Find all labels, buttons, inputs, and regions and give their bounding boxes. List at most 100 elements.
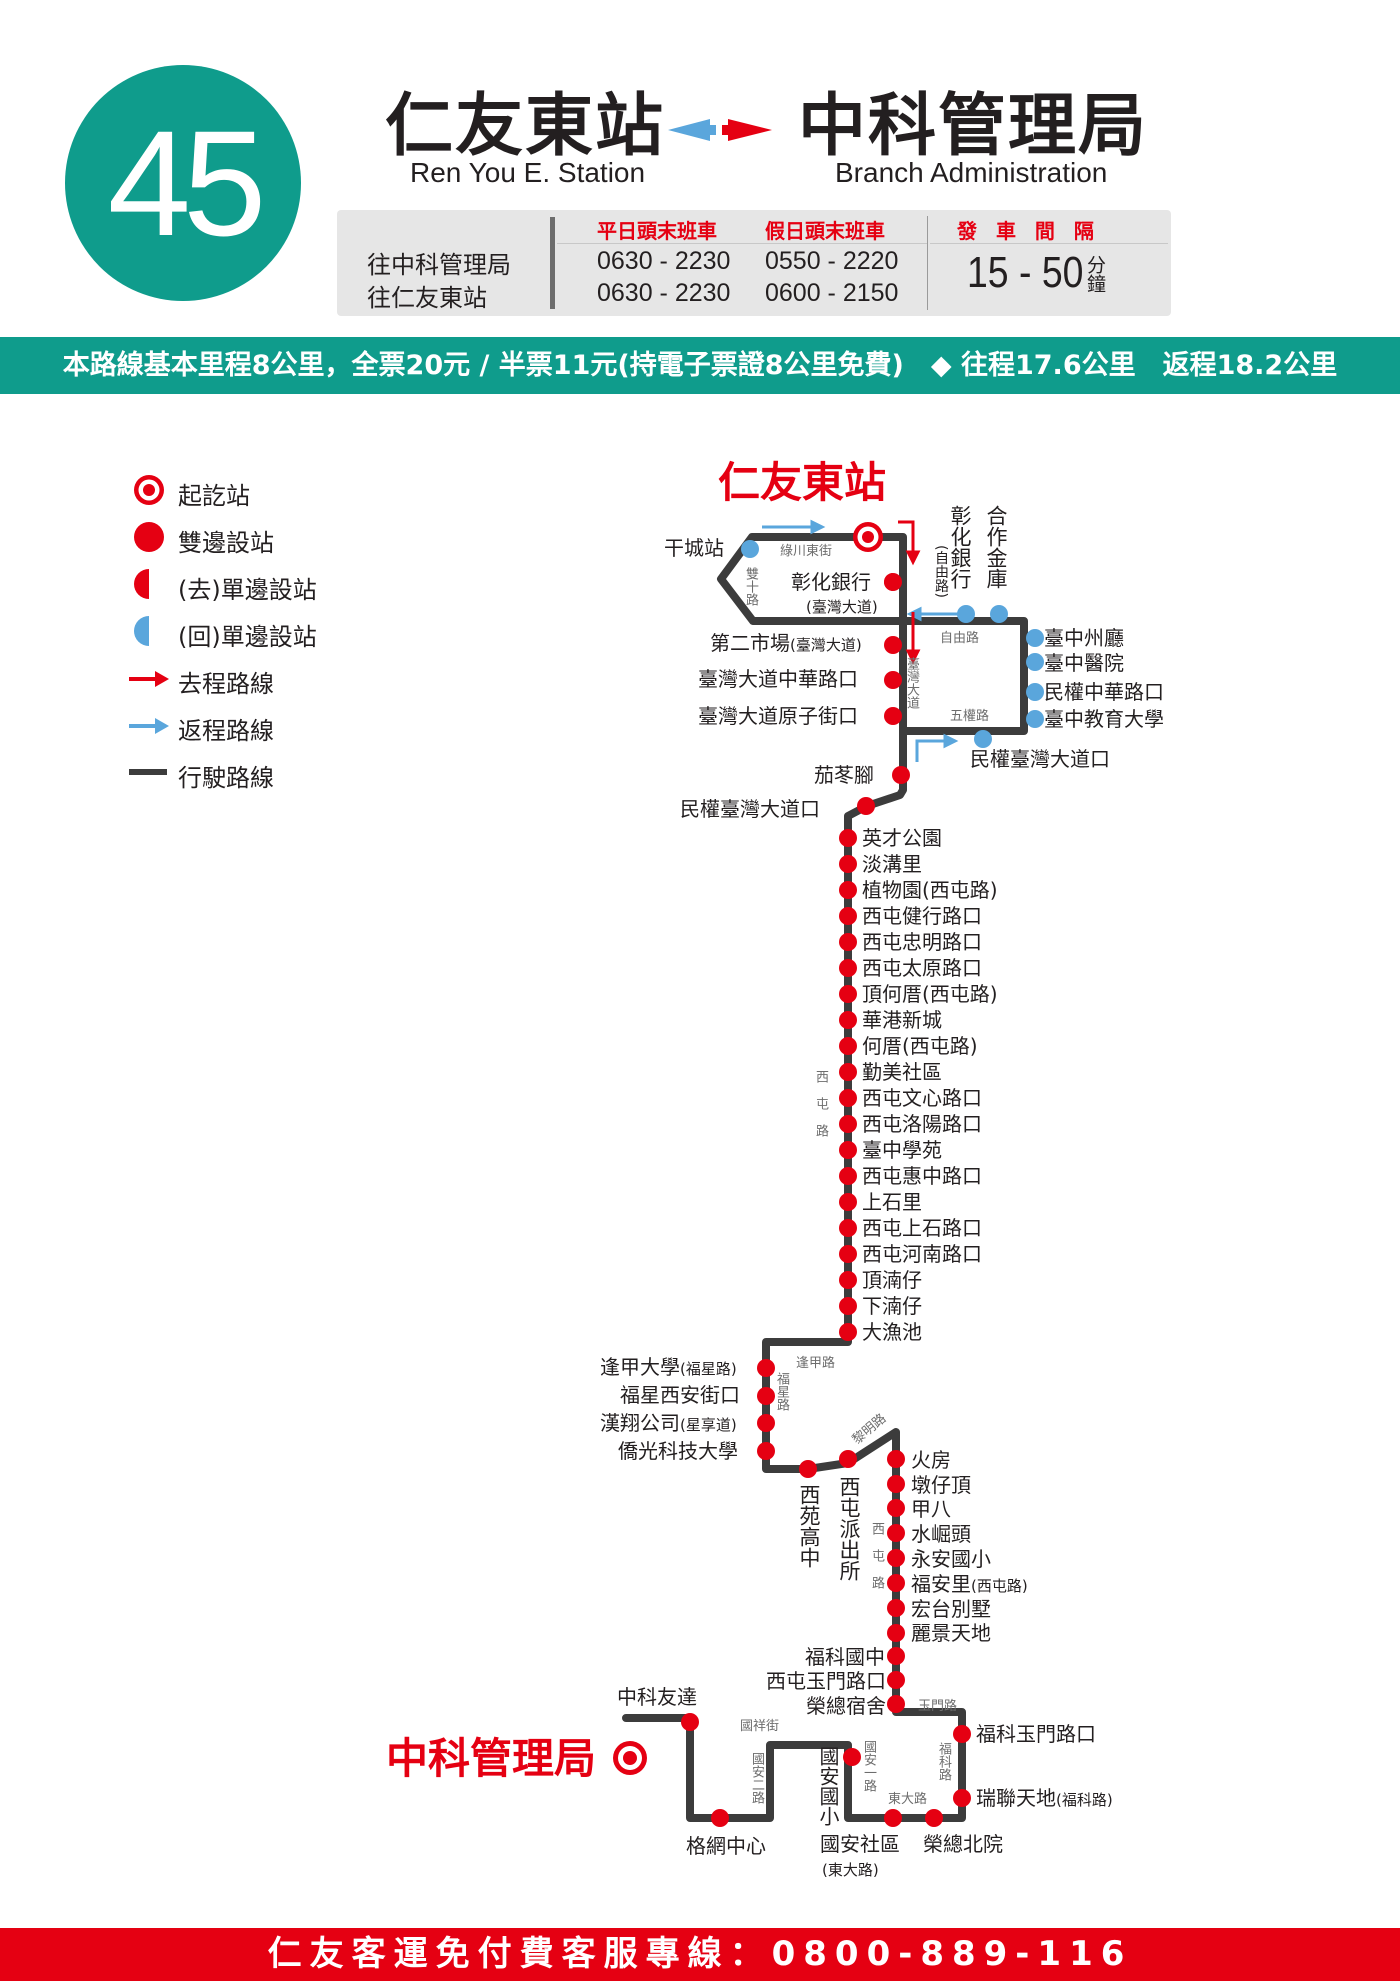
street-label: 福星路 [774,1372,789,1411]
stop-label: 何厝(西屯路) [862,1034,978,1058]
terminal-station-icon [134,475,164,505]
stop-label: 福科國中 [805,1645,885,1669]
return-direction-arrows [762,519,960,762]
street-label: 國祥街 [740,1719,780,1734]
stop-label: 大漁池 [862,1320,922,1344]
stop-label: 逢甲大學(福星路) [600,1355,737,1379]
weekday-time: 0630 - 2230 [597,279,731,307]
stop-label: 西屯玉門路口 [766,1669,886,1693]
stop-label: 臺灣大道中華路口 [698,667,858,691]
stop-label: 民權臺灣大道口 [680,797,820,821]
holiday-time: 0550 - 2220 [765,247,899,275]
stop-label: 國安國小 [816,1746,840,1826]
stop-label: 西屯洛陽路口 [862,1112,982,1136]
both-direction-stops [681,766,971,1827]
stop-label: 西屯忠明路口 [862,930,982,954]
divider [550,217,555,309]
weekday-header: 平日頭末班車 [597,219,717,243]
stop-label: 西屯惠中路口 [862,1164,982,1188]
legend-icons [129,475,169,775]
stop-label: 干城站 [664,536,724,560]
route-number-badge: 45 [65,65,301,301]
destination-title-en: Branch Administration [835,157,1108,188]
legend-label: 去程路線 [178,670,274,698]
stop-label: 第二市場(臺灣大道) [710,631,862,655]
street-label: 國安二路 [749,1752,764,1804]
street-label: 西屯路 [869,1522,884,1603]
stop-label: 臺中州廳 [1044,626,1124,650]
customer-hotline-band: 仁友客運免付費客服專線：0800-889-116 [0,1928,1400,1981]
origin-title-en: Ren You E. Station [410,157,646,188]
stop-label: 淡溝里 [862,852,922,876]
stop-label: 福安里(西屯路) [911,1572,1028,1596]
street-label: 逢甲路 [796,1356,836,1371]
street-label: 自由路 [940,631,980,646]
street-label: 綠川東街 [780,544,833,559]
destination-title: 中科管理局 [798,87,1149,166]
stop-label: 火房 [911,1448,951,1472]
return-route-arrow-icon [129,718,169,734]
stop-label: 瑞聯天地(福科路) [976,1786,1113,1810]
stop-label: 西屯文心路口 [862,1086,982,1110]
street-label: 國安一路 [861,1740,876,1792]
origin-title: 仁友東站 [385,87,666,166]
stop-label: 永安國小 [911,1547,991,1571]
stop-label: (臺灣大道) [806,598,878,616]
stop-label: 民權臺灣大道口 [970,747,1110,771]
both-direction-stop-icon [134,522,164,552]
direction-label: 往中科管理局 [367,251,511,279]
schedule-panel: 平日頭末班車 假日頭末班車 發 車 間 隔 往中科管理局 往仁友東站 0630 … [337,210,1171,316]
legend-label: 行駛路線 [178,764,274,792]
stop-label: 榮總宿舍 [806,1694,886,1718]
stop-label: 榮總北院 [923,1832,1003,1856]
holiday-header: 假日頭末班車 [765,219,885,243]
stop-label: 水崛頭 [911,1522,971,1546]
divider [930,243,1168,244]
stop-label: (自由路) [933,545,949,598]
return-stop-icon [134,616,149,646]
interval-value: 15 - 50 [967,248,1084,297]
stop-label: 西苑高中 [797,1484,821,1568]
destination-terminal-icon [613,1741,647,1775]
stop-label: 彰化銀行 [791,570,871,594]
stop-label: 中科友達 [617,1685,697,1709]
stop-label: 上石里 [862,1190,922,1214]
divider [927,216,928,310]
stop-label: 臺中教育大學 [1044,707,1164,731]
outbound-route-arrow-icon [129,671,169,687]
stop-label: 英才公園 [862,826,942,850]
outbound-stop-icon [134,569,149,599]
stop-label: 華港新城 [862,1008,942,1032]
stop-label: 頂湳仔 [862,1268,922,1292]
stop-label: 西屯河南路口 [862,1242,982,1266]
stop-label: 福星西安街口 [620,1383,740,1407]
destination-terminal-label: 中科管理局 [386,1734,597,1783]
legend-label: (回)單邊設站 [178,623,317,651]
stop-label: (東大路) [822,1861,879,1879]
stop-label: 漢翔公司(星享道) [600,1411,737,1435]
street-label: 玉門路 [918,1699,958,1714]
stop-label: 勤美社區 [862,1060,942,1084]
stop-label: 臺中醫院 [1044,651,1124,675]
interval-header: 發 車 間 隔 [957,219,1100,243]
stop-label: 植物園(西屯路) [862,878,998,902]
return-only-stops [741,540,1044,748]
stop-label: 彰化銀行 [948,505,972,589]
stop-label: 茄苳腳 [814,763,874,787]
stop-label: 宏台別墅 [911,1597,991,1621]
outbound-direction-arrows [898,520,921,665]
direction-label: 往仁友東站 [367,284,487,312]
stop-label: 臺中學苑 [862,1138,942,1162]
divider [557,243,927,244]
stop-label: 西屯派出所 [837,1476,861,1581]
stop-label: 麗景天地 [911,1621,991,1645]
stop-label: 合作金庫 [984,505,1008,589]
street-label: 福科路 [936,1742,951,1781]
stop-label: 僑光科技大學 [618,1439,738,1463]
weekday-time: 0630 - 2230 [597,247,731,275]
street-label: 東大路 [888,1792,928,1807]
street-label: 西屯路 [813,1070,828,1151]
stop-label: 下湳仔 [862,1294,922,1318]
holiday-time: 0600 - 2150 [765,279,899,307]
